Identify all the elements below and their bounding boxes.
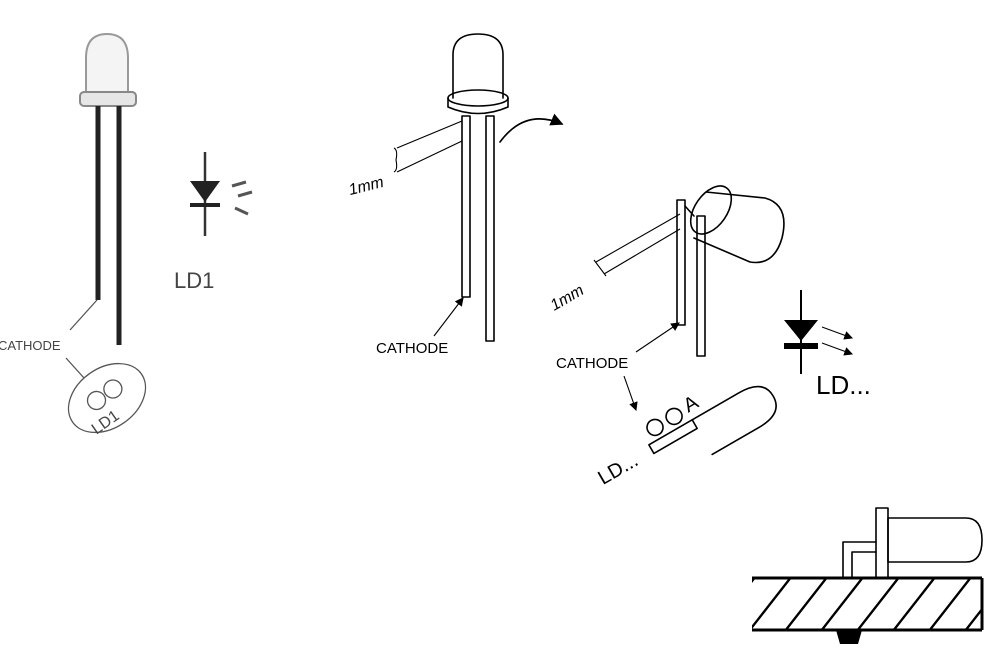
cathode-label-mid: CATHODE <box>376 340 448 357</box>
solder-joint <box>836 630 862 644</box>
led-rim-left <box>79 91 137 107</box>
led-symbol-left: LD1 <box>174 152 253 293</box>
cathode-leader-right <box>635 322 680 353</box>
footprint-leader-left <box>65 357 85 379</box>
cathode-label-right: CATHODE <box>556 355 628 372</box>
led-straight-drawing: 1mm CATHODE <box>347 33 564 357</box>
dim-line-right-1 <box>595 213 681 263</box>
ld-footprint-label: LD... <box>594 449 642 489</box>
cathode-leader-mid <box>433 297 464 337</box>
led-body-mounted <box>887 517 983 563</box>
dim-line-mid-1 <box>396 120 463 149</box>
led-straight-photo: CATHODE LD1 <box>0 32 147 438</box>
ld-symbol-label: LD... <box>816 370 871 400</box>
led-bent-drawing: 1mm CATHODE <box>548 185 785 412</box>
led-lead-anode-mid <box>485 115 495 342</box>
anode-mark: A <box>680 391 703 417</box>
ld1-footprint-label: LD1 <box>89 407 123 438</box>
led-body-bent <box>693 191 785 264</box>
dim-line-mid-2 <box>396 140 463 173</box>
led-lead-cathode-mid <box>461 115 471 298</box>
cathode-label-left: CATHODE <box>0 338 61 353</box>
cathode-leader-left <box>69 299 98 331</box>
led-symbol-right: LD... <box>784 290 871 400</box>
cathode-footprint-arrow <box>623 375 638 412</box>
dim-label-mid: 1mm <box>347 174 386 199</box>
pcb-cross-section <box>752 507 984 644</box>
led-dome-left <box>85 32 129 96</box>
dim-label-right: 1mm <box>548 282 587 315</box>
footprint-right: A LD... <box>594 385 777 490</box>
ld1-label: LD1 <box>174 268 214 293</box>
led-lead-cathode-bent <box>676 199 686 326</box>
pcb-board <box>752 578 982 630</box>
led-dome-mid <box>452 33 504 99</box>
bend-arrow <box>499 113 564 143</box>
dim-line-right-2 <box>603 228 681 275</box>
led-lead-anode-bent <box>696 215 706 357</box>
